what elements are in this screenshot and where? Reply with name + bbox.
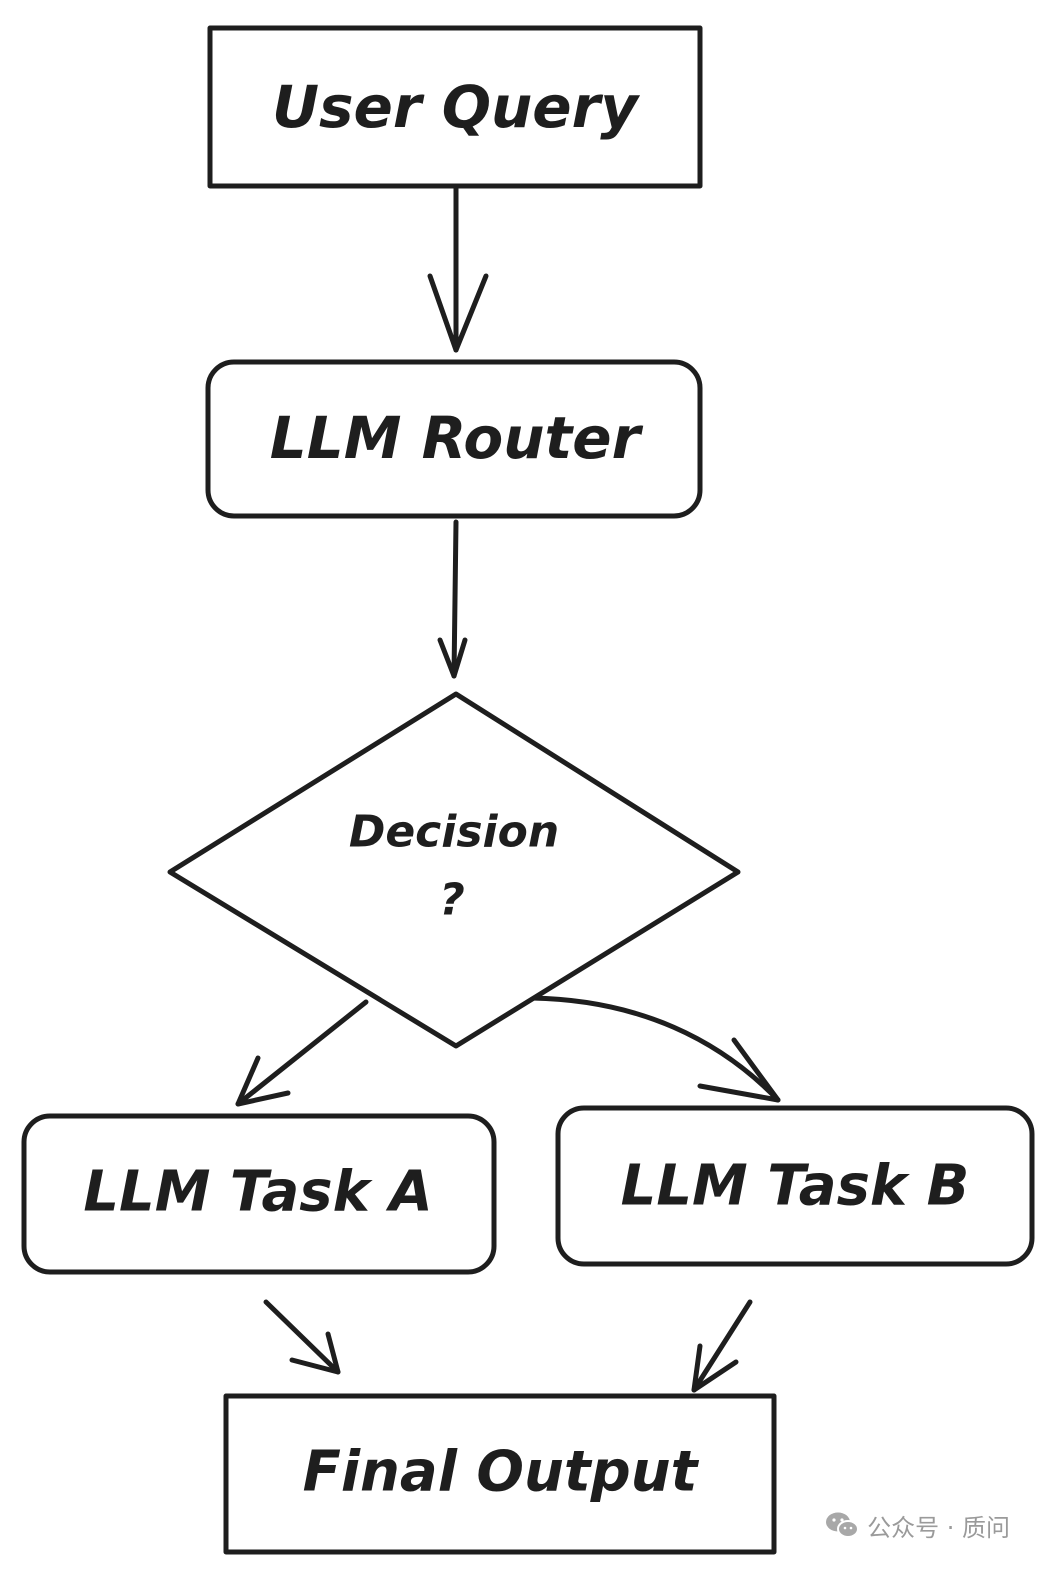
edge-router-to-decision [437, 519, 468, 679]
node-task-a-label: LLM Task A [83, 1160, 432, 1225]
node-user-query-label: User Query [272, 73, 640, 141]
watermark-text: 公众号 · 质问 [867, 1513, 1010, 1542]
node-decision: Decision ? [167, 691, 741, 1049]
node-task-b: LLM Task B [555, 1105, 1035, 1267]
node-llm-router: LLM Router [205, 359, 703, 519]
edge-task-a-to-final [263, 1299, 341, 1375]
edge-decision-to-task-b [529, 995, 781, 1103]
node-task-a: LLM Task A [21, 1113, 497, 1275]
node-final-output: Final Output [223, 1393, 777, 1555]
node-task-b-label: LLM Task B [621, 1154, 970, 1219]
edge-user-query-to-router [427, 185, 489, 353]
edge-task-b-to-final [691, 1299, 753, 1393]
edge-decision-to-task-a [235, 999, 369, 1107]
wechat-icon [826, 1512, 860, 1538]
watermark: 公众号 · 质问 [825, 1508, 1010, 1542]
node-user-query: User Query [207, 25, 703, 189]
node-decision-question-mark: ? [439, 875, 465, 926]
node-llm-router-label: LLM Router [270, 404, 644, 472]
node-decision-label: Decision [349, 807, 559, 858]
edges [235, 185, 781, 1393]
node-final-output-label: Final Output [303, 1440, 700, 1505]
